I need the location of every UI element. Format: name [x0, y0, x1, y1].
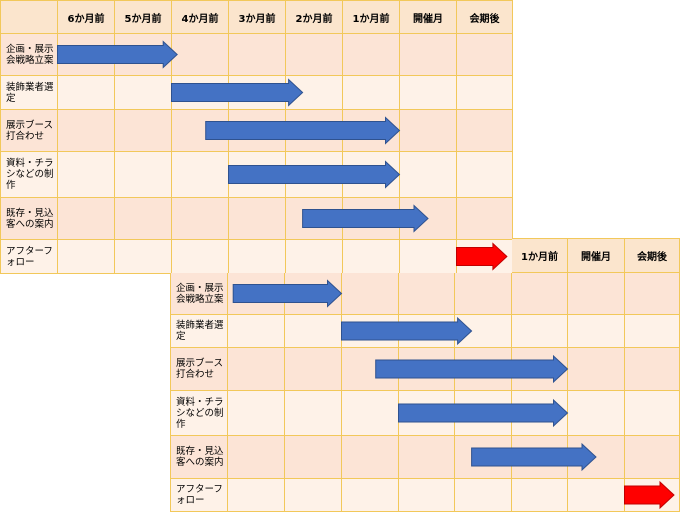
column-header: 会期後 [456, 0, 513, 34]
column-header: 開催月 [567, 238, 625, 273]
column-header [399, 239, 455, 273]
gantt-grid: 6か月前 5か月前 4か月前 3か月前 2か月前 1か月前 開催月 会期後 企画… [0, 0, 513, 274]
task-label: 展示ブース打合わせ [170, 347, 228, 391]
task-label: 資料・チラシなどの制作 [170, 390, 228, 436]
header-corner [0, 0, 58, 34]
task-label: アフターフォロー [0, 239, 58, 274]
gantt-chart-6-month: 6か月前 5か月前 4か月前 3か月前 2か月前 1か月前 開催月 会期後 企画… [0, 0, 513, 274]
task-label: 装飾業者選定 [0, 75, 58, 110]
column-header: 4か月前 [171, 0, 229, 34]
column-header: 1か月前 [511, 238, 568, 273]
column-header: 会期後 [624, 238, 680, 273]
column-header: 開催月 [399, 0, 457, 34]
column-header: 2か月前 [285, 0, 343, 34]
task-label: 既存・見込客への案内 [170, 435, 228, 479]
column-header: 6か月前 [57, 0, 115, 34]
column-header [342, 239, 399, 273]
task-label: アフターフォロー [170, 478, 228, 512]
task-label: 装飾業者選定 [170, 314, 228, 348]
task-label: 企画・展示会戦略立案 [0, 33, 58, 76]
task-label: 展示ブース打合わせ [0, 109, 58, 152]
gantt-chart-1-month: 1か月前 開催月 会期後 企画・展示会戦略立案 装飾業者選定 展示ブース打合わせ… [170, 238, 680, 512]
column-header [228, 239, 285, 273]
column-header: 3か月前 [228, 0, 286, 34]
column-header: 5か月前 [114, 0, 172, 34]
gantt-grid: 1か月前 開催月 会期後 企画・展示会戦略立案 装飾業者選定 展示ブース打合わせ… [170, 238, 680, 512]
task-label: 既存・見込客への案内 [0, 197, 58, 240]
column-header [285, 239, 342, 273]
column-header: 1か月前 [342, 0, 400, 34]
header-corner [171, 239, 228, 273]
task-label: 資料・チラシなどの制作 [0, 151, 58, 198]
task-label: 企画・展示会戦略立案 [170, 272, 228, 315]
column-header [455, 239, 512, 273]
